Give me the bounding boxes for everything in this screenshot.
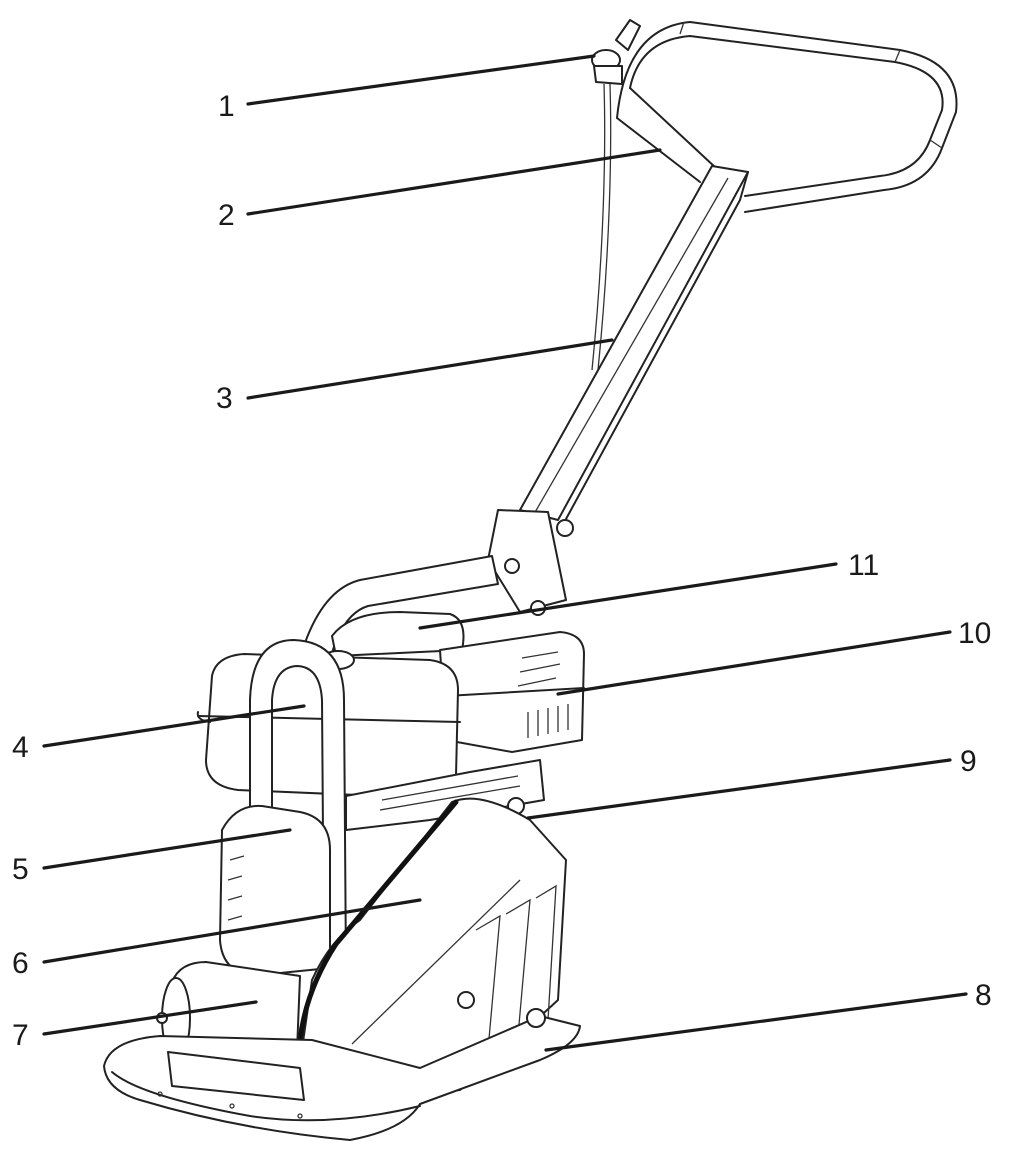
leader-line-11 — [418, 562, 838, 630]
callout-5: 5 — [12, 853, 29, 886]
belt-guard — [219, 804, 331, 977]
callout-10: 10 — [958, 617, 991, 650]
callout-2: 2 — [218, 199, 235, 232]
leader-line-10 — [556, 630, 952, 696]
throttle-lever — [591, 19, 641, 371]
callout-11: 11 — [848, 549, 879, 582]
callout-labels: 1 2 3 4 5 6 7 8 9 10 11 — [12, 90, 992, 1052]
callout-1: 1 — [218, 90, 235, 123]
callout-3: 3 — [216, 382, 233, 415]
callout-4: 4 — [12, 731, 29, 764]
base-plate — [103, 1008, 581, 1141]
handle-grip — [616, 21, 958, 213]
callout-8: 8 — [975, 979, 992, 1012]
leader-line-5 — [42, 828, 292, 870]
leader-line-2 — [246, 148, 662, 216]
leader-line-3 — [246, 338, 614, 400]
leader-line-7 — [42, 1000, 258, 1036]
callout-9: 9 — [960, 745, 977, 778]
engine-body — [331, 611, 585, 753]
leader-line-9 — [526, 758, 952, 820]
plate-compactor-illustration — [103, 19, 958, 1141]
leader-lines — [42, 54, 968, 1052]
leader-line-8 — [544, 992, 968, 1052]
handle-bracket — [487, 509, 574, 616]
leader-line-1 — [246, 54, 596, 106]
handle-shaft — [519, 165, 749, 531]
leader-line-6 — [42, 898, 422, 964]
callout-7: 7 — [12, 1019, 29, 1052]
leader-line-4 — [42, 704, 306, 748]
callout-6: 6 — [12, 947, 29, 980]
